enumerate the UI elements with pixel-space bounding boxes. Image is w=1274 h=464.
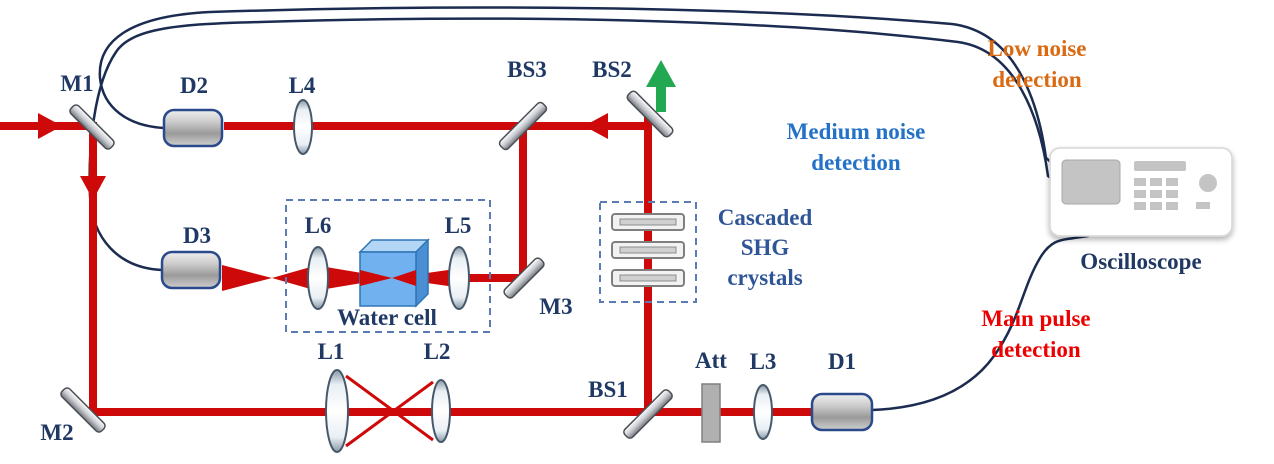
annotation-main-pulse-line2: detection xyxy=(991,337,1081,362)
label-d2: D2 xyxy=(179,73,209,98)
beamsplitter-bs2 xyxy=(626,90,674,138)
arrowhead-input-right xyxy=(38,113,62,139)
arrowhead-down xyxy=(80,176,106,200)
label-m2: M2 xyxy=(40,420,74,445)
label-d3: D3 xyxy=(182,223,212,248)
mirror-m2 xyxy=(60,387,106,433)
label-att: Att xyxy=(695,348,727,373)
lens-l6 xyxy=(307,246,329,310)
dashed-box-shg-crystals xyxy=(599,201,697,303)
beam-envelope-l1-l2-a xyxy=(345,374,434,442)
green-up-arrow-icon xyxy=(646,60,676,112)
shg-crystal-1-core xyxy=(619,218,677,226)
label-cascaded-shg-crystals: Cascaded SHG crystals xyxy=(718,203,813,293)
label-bs1: BS1 xyxy=(588,377,628,402)
annotation-low-noise-line1: Low noise xyxy=(987,36,1087,61)
beam-cone-focus-d3 xyxy=(222,265,272,291)
beamsplitter-bs1 xyxy=(623,389,673,439)
label-l5: L5 xyxy=(444,213,472,238)
label-m3: M3 xyxy=(539,294,573,319)
detector-d3 xyxy=(160,250,222,290)
annotation-low-noise-line2: detection xyxy=(992,67,1082,92)
label-bs3: BS3 xyxy=(507,57,547,82)
label-d1: D1 xyxy=(827,349,857,374)
annotation-low-noise-detection: Low noise detection xyxy=(987,33,1086,95)
lens-l3 xyxy=(753,384,773,440)
label-shg-line2: SHG xyxy=(740,235,790,260)
lens-l4 xyxy=(293,99,313,155)
label-l1: L1 xyxy=(317,339,345,364)
lens-l2 xyxy=(431,379,451,443)
shg-crystal-3-core xyxy=(619,274,677,282)
cable-d1-oscilloscope xyxy=(870,234,1090,412)
lens-l5 xyxy=(448,246,470,310)
label-l4: L4 xyxy=(288,73,316,98)
label-oscilloscope: Oscilloscope xyxy=(1080,249,1202,274)
mirror-m1 xyxy=(69,104,115,150)
shg-crystal-2-core xyxy=(619,246,677,254)
water-cube-right-face xyxy=(415,238,429,308)
attenuator xyxy=(701,383,721,443)
oscilloscope-screen xyxy=(1061,159,1121,205)
beamsplitter-bs3 xyxy=(498,101,548,151)
annotation-medium-noise-line1: Medium noise xyxy=(786,119,926,144)
beam-inside-cube-right xyxy=(392,270,416,286)
arrowhead-left xyxy=(584,113,608,139)
water-cube xyxy=(358,238,430,308)
beam-envelope-l1-l2-b xyxy=(345,380,434,448)
detector-d2 xyxy=(162,108,224,148)
label-shg-line3: crystals xyxy=(727,265,803,290)
beam-inside-cube-left xyxy=(360,270,392,286)
annotation-medium-noise-detection: Medium noise detection xyxy=(787,116,926,178)
oscilloscope-button-bar xyxy=(1134,161,1186,171)
mirror-m3 xyxy=(503,257,545,299)
oscilloscope-small-button xyxy=(1196,202,1210,209)
label-l6: L6 xyxy=(304,213,332,238)
dashed-box-water-cell xyxy=(285,199,491,333)
cable-d2-oscilloscope xyxy=(98,6,1054,165)
label-water-cell: Water cell xyxy=(337,305,437,330)
annotation-medium-noise-line2: detection xyxy=(811,150,901,175)
label-m1: M1 xyxy=(60,71,94,96)
label-shg-line1: Cascaded xyxy=(717,205,813,230)
lens-l1 xyxy=(325,369,349,453)
label-bs2: BS2 xyxy=(592,57,632,82)
oscilloscope xyxy=(1049,147,1233,237)
annotation-main-pulse-detection: Main pulse detection xyxy=(981,303,1090,365)
oscilloscope-button-grid xyxy=(1134,178,1178,210)
annotation-main-pulse-line1: Main pulse xyxy=(981,306,1091,331)
label-l2: L2 xyxy=(423,339,451,364)
shg-crystal-stack xyxy=(611,213,685,287)
beam-cone-cube-to-l6 xyxy=(320,266,392,290)
label-l3: L3 xyxy=(749,349,777,374)
beam-cone-l6-focus xyxy=(272,266,314,290)
oscilloscope-knob xyxy=(1199,174,1217,192)
detector-d1 xyxy=(810,392,874,432)
